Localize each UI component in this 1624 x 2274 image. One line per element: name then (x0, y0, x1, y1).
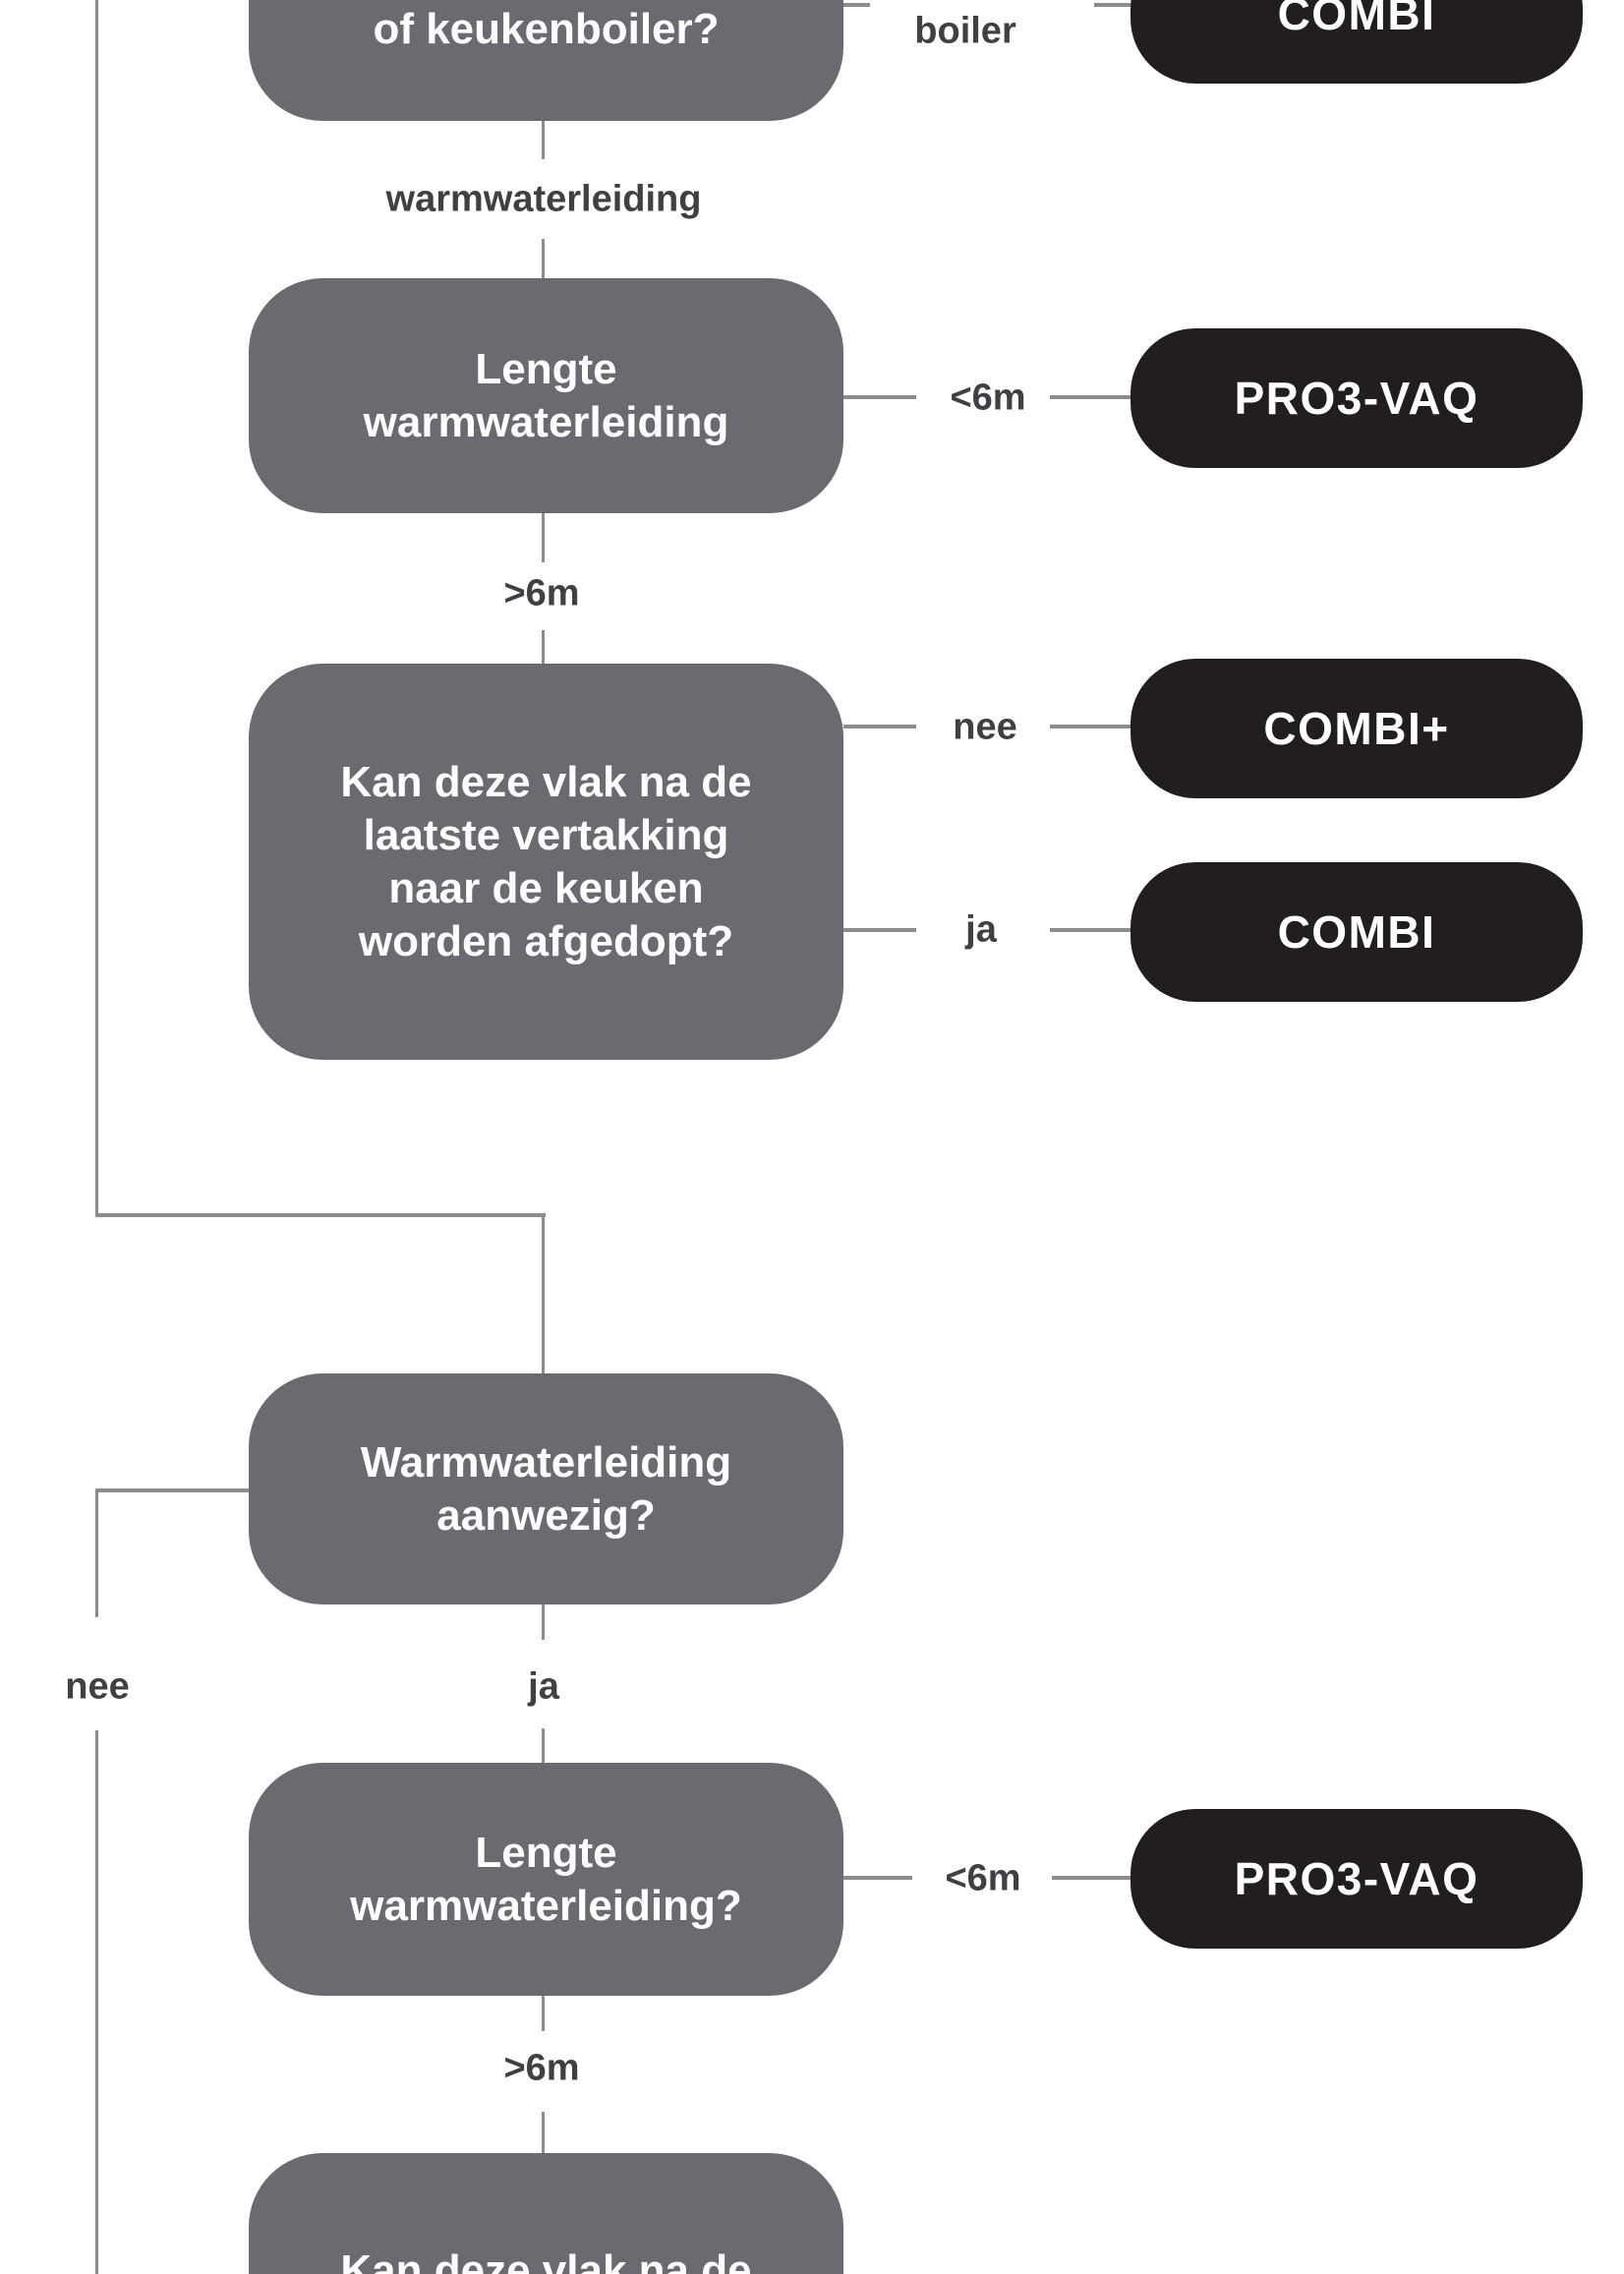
connector-lengte1-down-b (542, 630, 545, 664)
connector-lt6m2-dash2 (1052, 1876, 1131, 1880)
result-box-combi-plus-label: COMBI+ (1263, 703, 1450, 754)
decision-box-lengte-2-line1: Lengte (475, 1828, 617, 1877)
result-box-pro3vaq-1: PRO3-VAQ (1131, 328, 1583, 468)
decision-box-keukenboiler-line: of keukenboiler? (373, 5, 720, 53)
decision-box-afgedopt-1-line1: Kan deze vlak na de (340, 757, 752, 806)
decision-box-afgedopt-1: Kan deze vlak na de laatste vertakking n… (249, 664, 843, 1060)
result-box-pro3vaq-1-label: PRO3-VAQ (1234, 373, 1479, 424)
edge-label-nee-1: nee (947, 706, 1023, 749)
edge-label-nee-2: nee (59, 1665, 136, 1709)
edge-label-ja-1: ja (959, 908, 1003, 952)
connector-elbow-vertical (542, 1213, 545, 1373)
connector-qtop-down-a (542, 121, 545, 159)
connector-boiler-dash1 (831, 3, 870, 7)
decision-box-afgedopt-2: Kan deze vlak na de (249, 2153, 843, 2274)
connector-lt6m2-dash1 (836, 1876, 912, 1880)
decision-box-aanwezig: Warmwaterleiding aanwezig? (249, 1373, 843, 1604)
edge-label-ja-2: ja (522, 1665, 565, 1709)
edge-label-lt6m-1: <6m (944, 377, 1032, 420)
result-box-pro3vaq-2-label: PRO3-VAQ (1234, 1853, 1479, 1904)
connector-lt6m1-dash1 (843, 395, 916, 399)
decision-box-lengte-1-line1: Lengte (475, 344, 617, 393)
connector-qtop-down-b (542, 239, 545, 278)
decision-box-lengte-1: Lengte warmwaterleiding (249, 278, 843, 513)
connector-boiler-dash2 (1094, 3, 1131, 7)
connector-lengte2-down-b (542, 2112, 545, 2153)
decision-box-lengte-2: Lengte warmwaterleiding? (249, 1763, 843, 1996)
decision-box-afgedopt-1-line2: laatste vertakking (363, 810, 729, 859)
decision-box-lengte-2-line2: warmwaterleiding? (350, 1881, 742, 1930)
connector-nee1-dash2 (1050, 725, 1131, 729)
edge-label-lt6m-2: <6m (939, 1857, 1027, 1900)
connector-nee2-horizontal (97, 1488, 249, 1492)
connector-nee2-vertical-a (95, 1488, 98, 1617)
result-box-combi-top-label: COMBI (1277, 0, 1436, 39)
connector-lengte1-down-a (542, 513, 545, 562)
decision-box-afgedopt-2-line1: Kan deze vlak na de (340, 2246, 752, 2274)
edge-label-gt6m-1: >6m (497, 572, 586, 615)
edge-label-boiler: boiler (908, 10, 1022, 53)
connector-nee1-dash1 (843, 725, 916, 729)
edge-label-gt6m-2: >6m (497, 2047, 586, 2090)
connector-aanwezig-down-b (542, 1728, 545, 1763)
decision-box-afgedopt-1-line3: naar de keuken (388, 863, 704, 912)
connector-ja1-dash2 (1050, 928, 1131, 932)
connector-lt6m1-dash2 (1050, 395, 1131, 399)
result-box-combi-label: COMBI (1277, 906, 1436, 958)
connector-ja1-dash1 (843, 928, 916, 932)
result-box-combi: COMBI (1131, 862, 1583, 1002)
decision-box-keukenboiler: of keukenboiler? (249, 0, 843, 121)
result-box-combi-top: COMBI (1131, 0, 1583, 84)
connector-left-rail-top (95, 0, 98, 1216)
decision-box-aanwezig-line2: aanwezig? (436, 1490, 656, 1540)
connector-elbow-horizontal (95, 1213, 546, 1217)
decision-box-aanwezig-line1: Warmwaterleiding (360, 1437, 732, 1487)
decision-box-lengte-1-line2: warmwaterleiding (363, 397, 729, 446)
edge-label-warmwaterleiding: warmwaterleiding (379, 178, 708, 221)
connector-nee2-vertical-b (95, 1730, 98, 2274)
result-box-pro3vaq-2: PRO3-VAQ (1131, 1809, 1583, 1949)
connector-lengte2-down-a (542, 1996, 545, 2031)
decision-box-afgedopt-1-line4: worden afgedopt? (358, 916, 734, 965)
result-box-combi-plus: COMBI+ (1131, 659, 1583, 798)
connector-aanwezig-down-a (542, 1604, 545, 1640)
